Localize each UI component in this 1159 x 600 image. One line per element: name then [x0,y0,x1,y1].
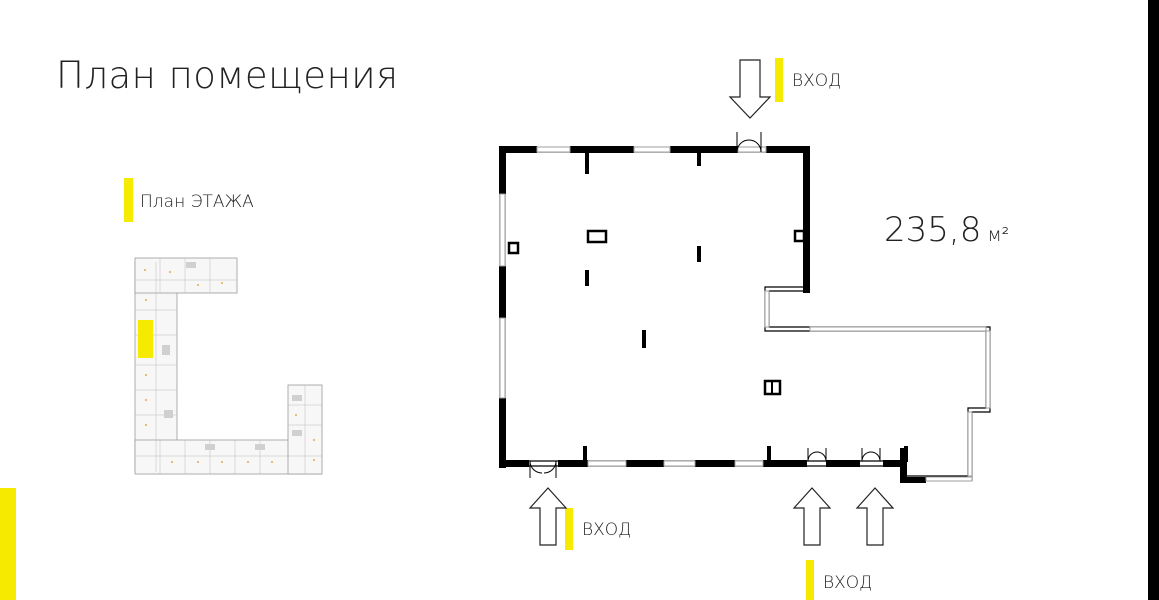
entrance-arrows [528,59,895,546]
page-title: План помещения [56,54,399,97]
arrow-up-icon [528,487,568,546]
right-edge-strip [1148,0,1159,600]
entry-label-bottom-left: ВХОД [582,520,632,540]
entry-label-top: ВХОД [792,71,842,91]
floor-plan-marker [124,178,133,222]
corner-accent [0,488,16,600]
entry-marker-bottom-left [565,508,573,550]
entry-marker-top [775,58,783,102]
arrow-down-icon [728,59,772,119]
floor-plan-label: План ЭТАЖА [140,192,254,212]
arrow-up-icon [792,487,832,546]
highlighted-unit [138,320,153,358]
floor-plan-thumbnail [134,257,323,475]
area-unit: м² [987,224,1010,246]
area-value: 235,8 [884,210,982,250]
entry-marker-bottom-right [806,560,814,600]
arrow-up-icon [855,487,895,546]
room-plan [499,132,991,483]
entry-label-bottom-right: ВХОД [823,573,873,593]
